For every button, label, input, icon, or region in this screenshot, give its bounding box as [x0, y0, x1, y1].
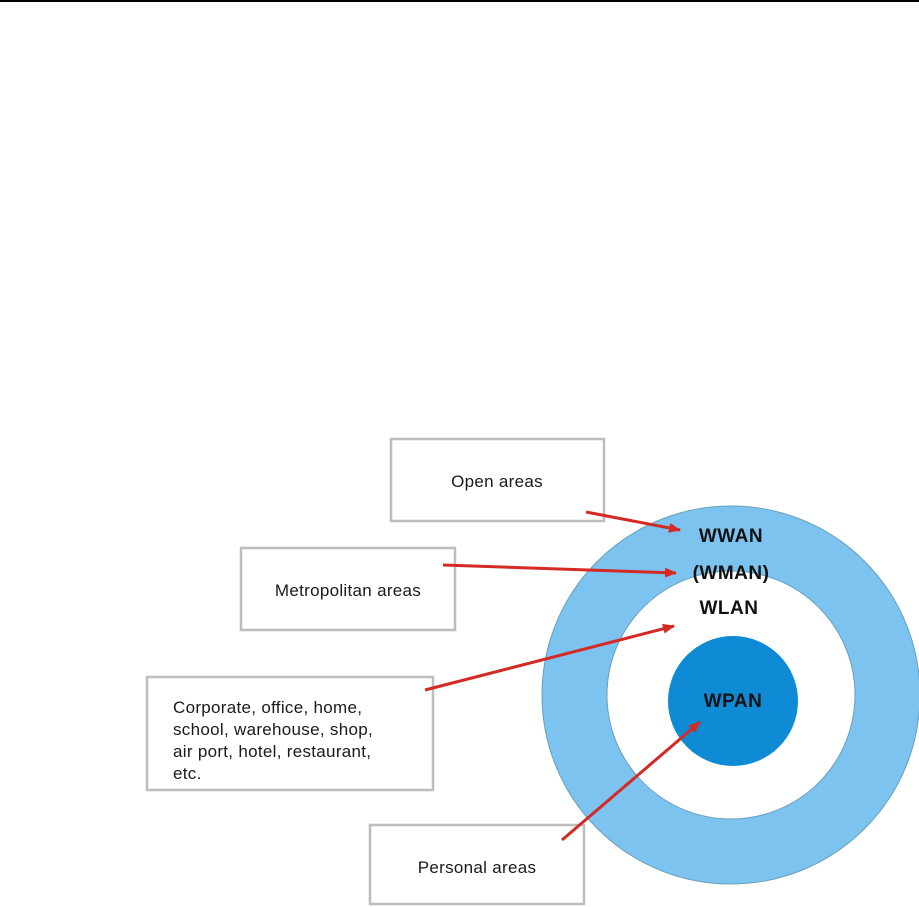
corporate-areas-line-3: air port, hotel, restaurant, — [173, 742, 371, 761]
wwan-label: WWAN — [699, 526, 763, 547]
wpan-label: WPAN — [704, 691, 763, 712]
corporate-areas-line-2: school, warehouse, shop, — [173, 720, 373, 739]
personal-areas-label: Personal areas — [418, 858, 537, 877]
corporate-areas-line-1: Corporate, office, home, — [173, 698, 362, 717]
metropolitan-areas-label: Metropolitan areas — [275, 581, 421, 600]
wlan-label: WLAN — [700, 598, 759, 619]
open-areas-label: Open areas — [451, 472, 543, 491]
wman-label: (WMAN) — [693, 563, 770, 584]
corporate-areas-line-4: etc. — [173, 764, 202, 783]
